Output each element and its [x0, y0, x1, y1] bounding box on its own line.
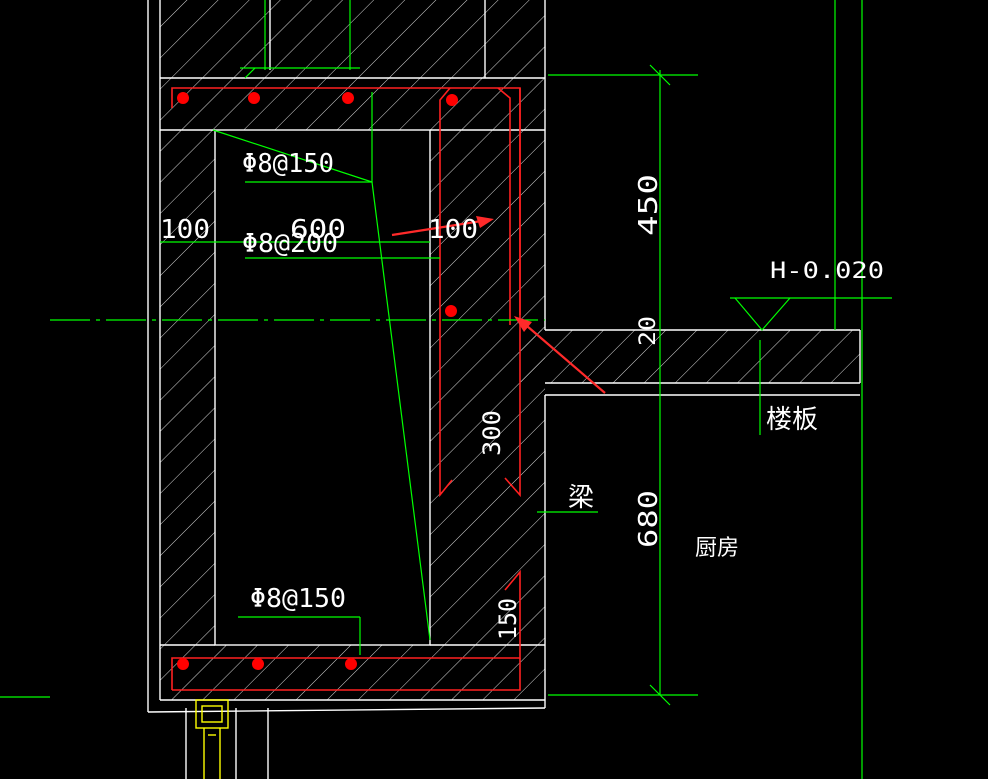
rebar-dot: [177, 658, 189, 670]
rebar-dot: [445, 305, 457, 317]
rebar-dot: [252, 658, 264, 670]
concrete-hatch: [160, 0, 860, 700]
dimension-lower-height: 680: [634, 490, 664, 548]
rebar-callout-bottom: Φ8@150: [250, 584, 346, 614]
dimension-slab-thickness: 20: [636, 316, 661, 346]
rebar-lines: [171, 87, 521, 691]
rebar-dots: [177, 92, 458, 670]
arrow-head-icon: [476, 216, 494, 228]
dimension-lines: [0, 0, 892, 779]
dimension-overall-width: 600: [290, 215, 346, 245]
dimension-upper-height: 450: [634, 174, 664, 236]
dimension-right-width: 100: [428, 215, 478, 245]
kitchen-label: 厨房: [695, 536, 739, 561]
rebar-callout-top: Φ8@150: [242, 149, 334, 179]
rebar-dot: [342, 92, 354, 104]
floor-slab-label: 楼板: [766, 405, 818, 435]
dimension-left-width: 100: [160, 215, 210, 245]
rebar-dot: [177, 92, 189, 104]
annotation-arrows: [391, 216, 606, 394]
rebar-callout-middle: Φ8@200: [242, 229, 338, 259]
rebar-dot: [248, 92, 260, 104]
dimension-beam-depth: 300: [478, 410, 506, 456]
dimension-bottom-depth: 150: [494, 598, 522, 640]
arrow-head-icon: [514, 316, 532, 332]
beam-label: 梁: [568, 483, 594, 513]
window-frame: [195, 699, 229, 779]
rebar-dot: [446, 94, 458, 106]
rebar-dot: [345, 658, 357, 670]
elevation-label: H-0.020: [770, 259, 884, 284]
structure-outline: [147, 0, 861, 779]
